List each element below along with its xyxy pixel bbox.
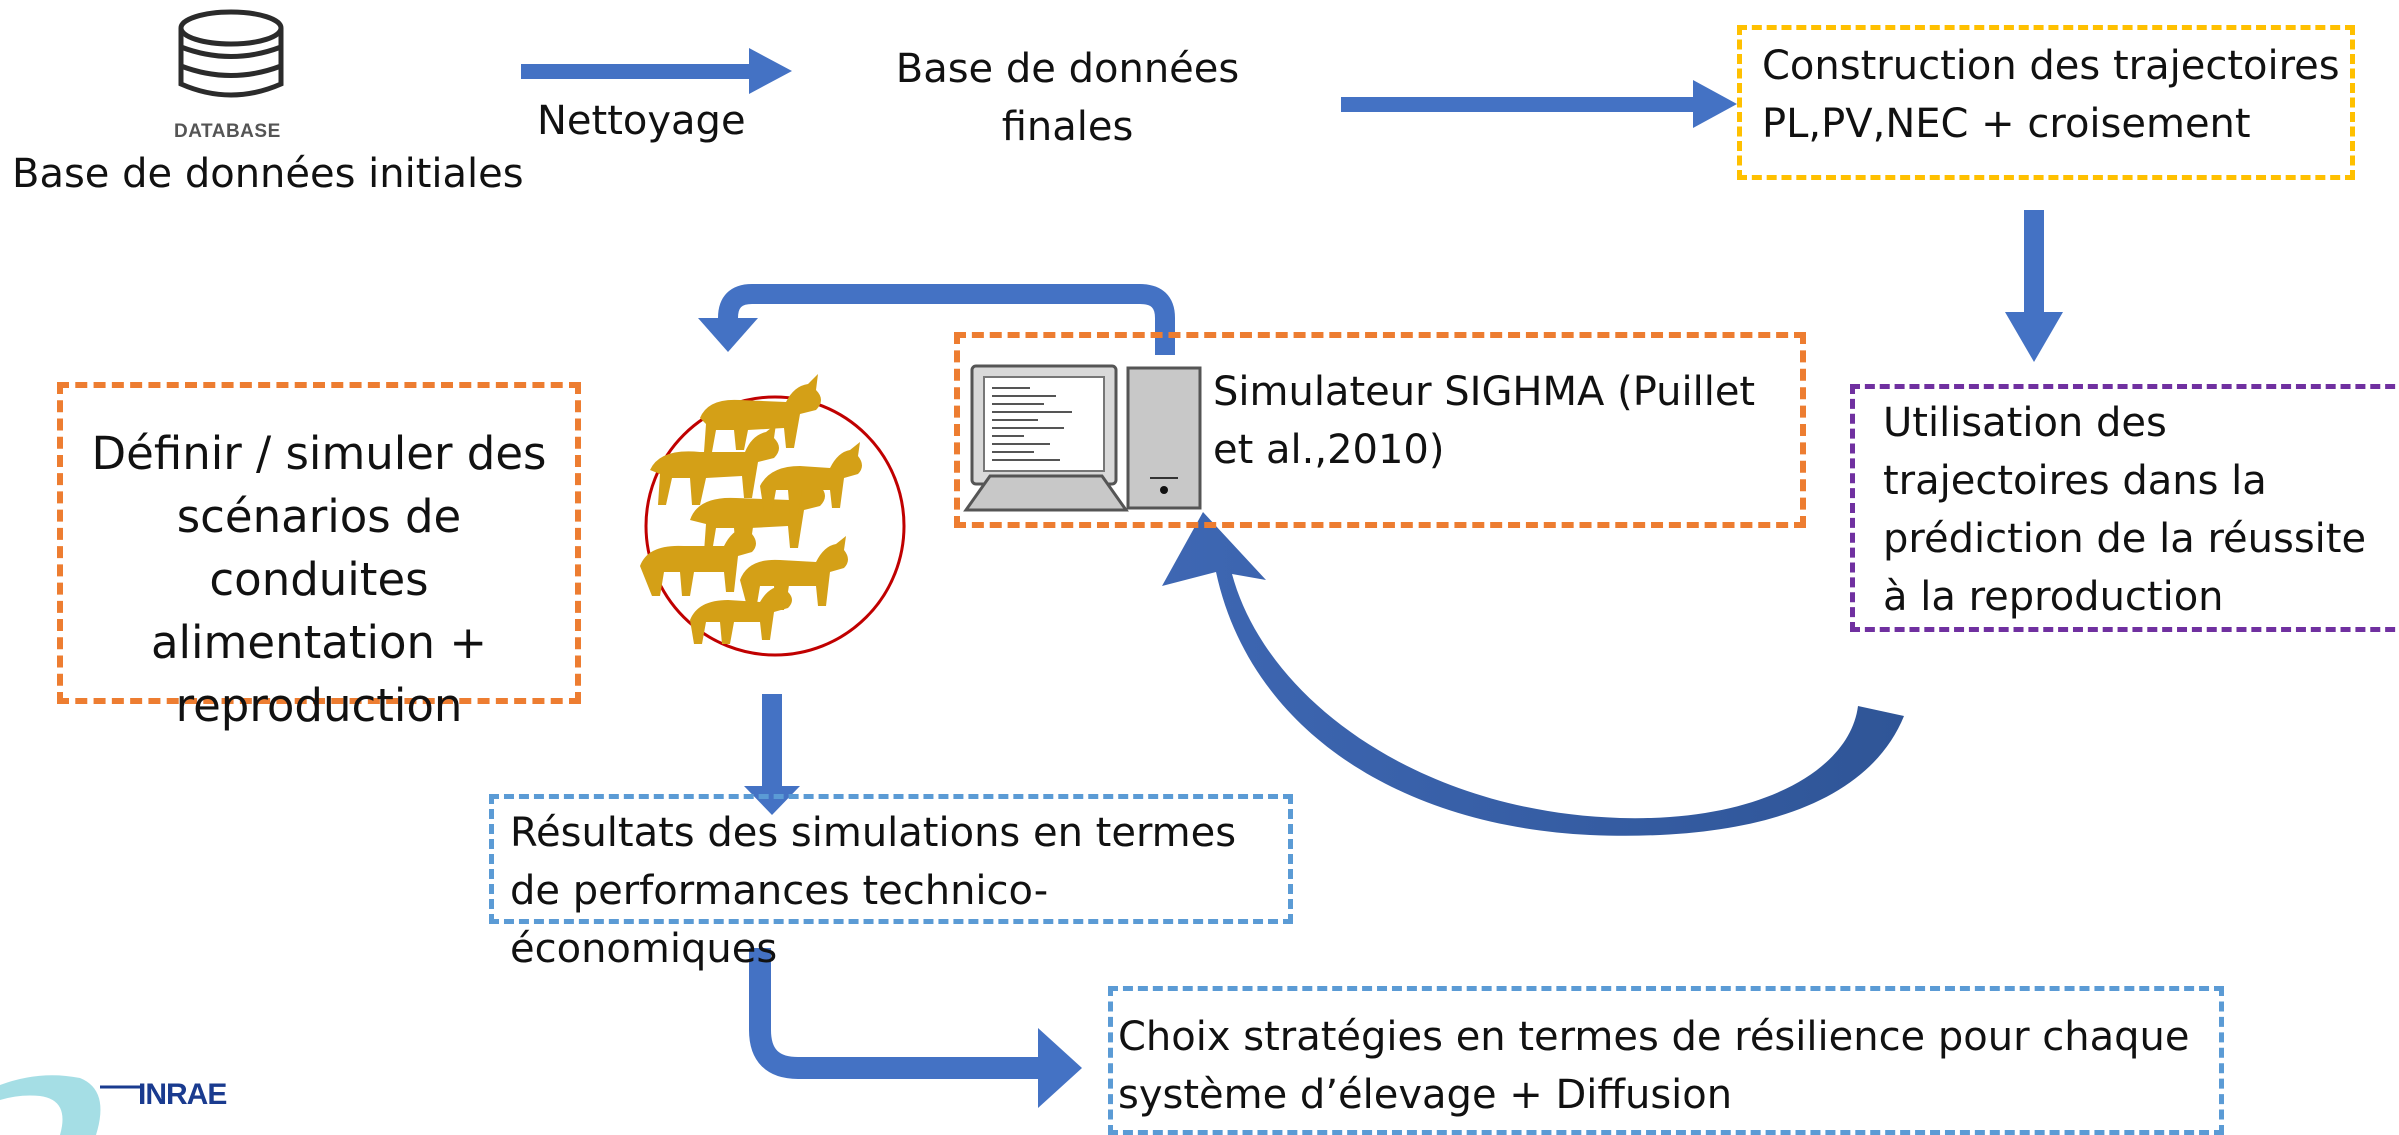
arrow-to-trajectories [1341,80,1737,128]
arrow-nettoyage [521,48,792,94]
trajectories-box [1737,25,2355,180]
step-nettoyage-label: Nettoyage [537,98,746,144]
arrow-to-usage [2005,210,2063,362]
simulator-box [954,332,1806,528]
trajectories-text: Construction des trajectoires PL,PV,NEC … [1762,43,2340,147]
goat-herd-icon [640,374,906,657]
arrow-simulator-to-herd [698,284,1175,355]
arrow-results-to-choice [749,948,1082,1108]
database-caption: DATABASE [174,121,281,142]
inrae-logo [0,1075,142,1135]
scenarios-box [57,382,581,704]
scenarios-text: Définir / simuler des scénarios de condu… [91,427,547,732]
curved-feedback-arrow [1162,512,1904,836]
choice-box [1108,986,2224,1135]
results-text: Résultats des simulations en termes de p… [510,810,1237,972]
results-box [489,794,1293,924]
database-label: Base de données initiales [12,151,524,197]
usage-box [1850,384,2399,632]
arrow-herd-to-results [744,694,800,815]
final-db-label: Base de données finales [895,46,1240,150]
database-icon [178,9,284,98]
choice-text: Choix stratégies en termes de résilience… [1118,1014,2190,1118]
simulator-text: Simulateur SIGHMA (Puillet et al.,2010) [1213,369,1756,473]
usage-text: Utilisation des trajectoires dans la pré… [1883,400,2367,620]
inrae-logo-text: INRAE [138,1078,227,1111]
computer-icon [963,364,1202,512]
